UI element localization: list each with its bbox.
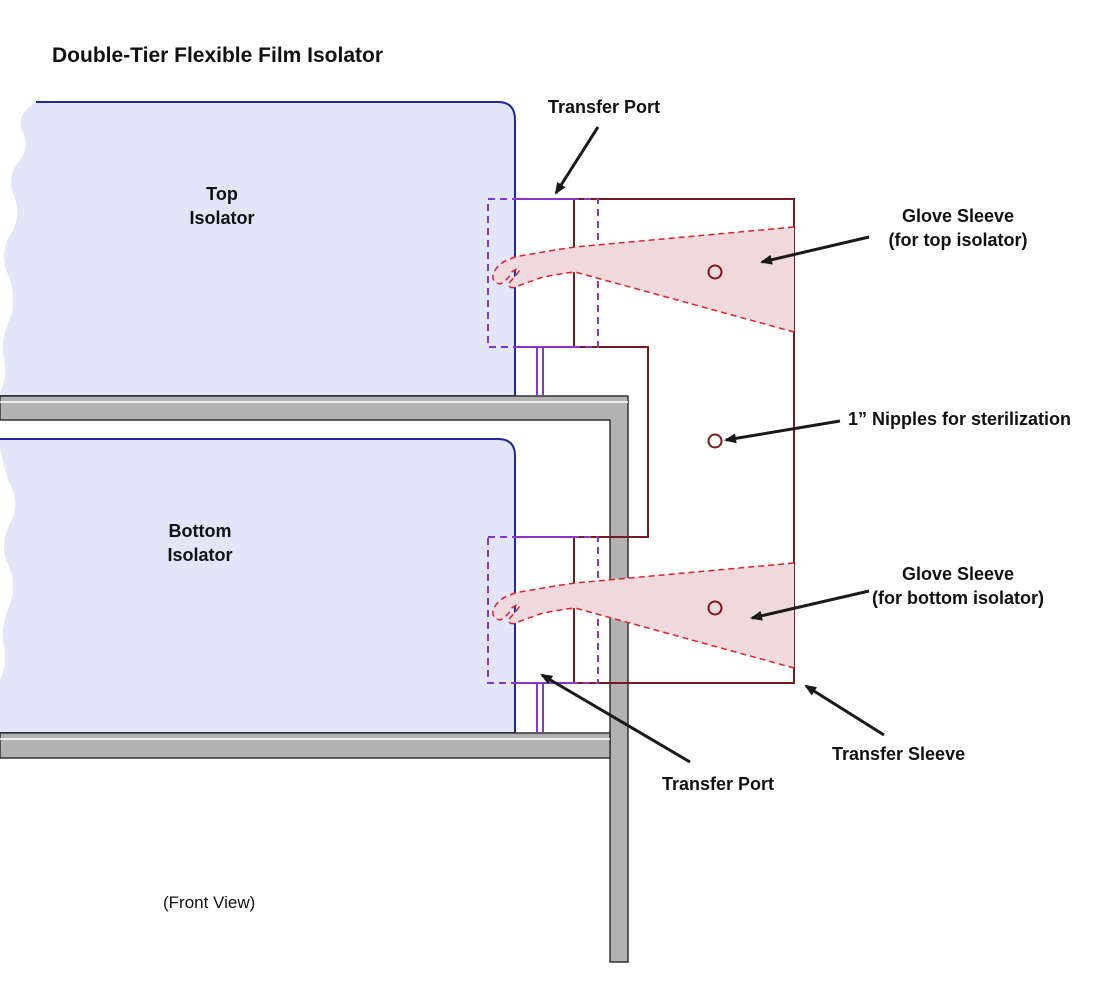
top-glove-sleeve	[492, 226, 795, 333]
bottom-shelf	[0, 732, 611, 759]
bottom-nipple-icon	[707, 600, 723, 616]
transfer-sleeve-arrow	[804, 684, 885, 737]
transfer-port-bottom-arrow	[540, 673, 691, 764]
front-view-label: (Front View)	[163, 893, 255, 912]
transfer-port-top-arrow	[554, 126, 600, 195]
glove-sleeve-top-label-line1: Glove Sleeve	[902, 206, 1014, 226]
top-isolator-outline	[0, 101, 516, 397]
top-nipple-icon	[707, 264, 723, 280]
top-isolator-body	[0, 102, 515, 396]
transfer-port-bottom-label: Transfer Port	[662, 774, 774, 794]
glove-sleeve-bottom-arrow	[750, 589, 870, 621]
bottom-isolator-label-line1: Bottom	[169, 521, 232, 541]
top-isolator-label-line2: Isolator	[189, 208, 254, 228]
top-shelf	[0, 395, 629, 963]
diagram-title: Double-Tier Flexible Film Isolator	[52, 44, 383, 67]
glove-sleeve-bottom-label-line1: Glove Sleeve	[902, 564, 1014, 584]
transfer-port-top-label: Transfer Port	[548, 97, 660, 117]
glove-sleeve-top-arrow	[760, 235, 870, 265]
bottom-isolator-body	[0, 439, 515, 733]
glove-sleeve-bottom-label-line2: (for bottom isolator)	[872, 588, 1044, 608]
bottom-isolator-label-line2: Isolator	[167, 545, 232, 565]
nipples-label: 1” Nipples for sterilization	[848, 409, 1071, 429]
bottom-glove-sleeve	[492, 562, 795, 669]
top-isolator-label-line1: Top	[206, 184, 238, 204]
bottom-isolator-outline	[0, 438, 516, 734]
sterilization-nipple-icon	[707, 433, 723, 449]
transfer-sleeve-label: Transfer Sleeve	[832, 744, 965, 764]
nipples-arrow	[724, 419, 841, 444]
glove-sleeve-top-label-line2: (for top isolator)	[889, 230, 1028, 250]
